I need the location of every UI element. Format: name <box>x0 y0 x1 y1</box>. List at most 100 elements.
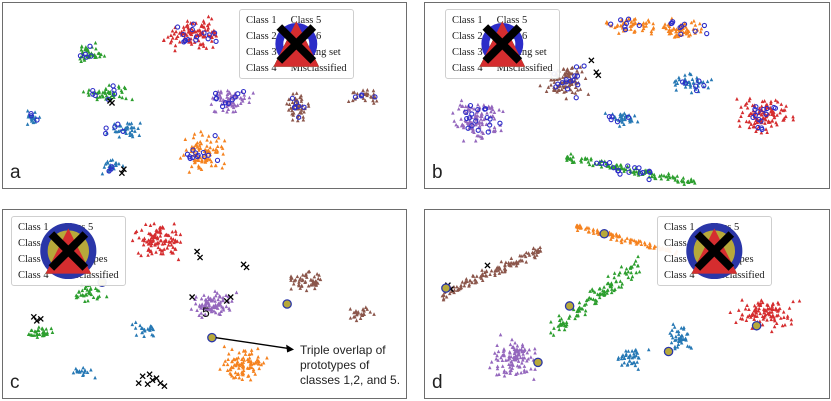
legend-label: Class 5 <box>290 14 322 26</box>
scatter-point-class-6 <box>462 283 467 288</box>
scatter-point-class-2 <box>265 355 269 360</box>
scatter-point-class-5 <box>242 96 247 101</box>
scatter-point-class-4 <box>749 315 753 319</box>
scatter-point-class-3 <box>659 173 664 177</box>
training-point <box>108 166 114 172</box>
scatter-point-class-3 <box>577 305 582 309</box>
scatter-point-class-5 <box>215 291 220 295</box>
training-point <box>212 90 219 97</box>
scatter-point-class-6 <box>365 88 370 92</box>
scatter-point-class-2 <box>225 368 230 373</box>
scatter-point-class-1 <box>617 124 622 128</box>
scatter-point-class-4 <box>174 232 178 236</box>
scatter-point-class-4 <box>766 303 770 307</box>
training-point <box>229 97 235 103</box>
scatter-point-class-6 <box>526 251 531 255</box>
scatter-point-class-2 <box>218 367 222 371</box>
scatter-point-class-1 <box>682 325 686 330</box>
scatter-point-class-5 <box>459 98 464 103</box>
scatter-point-class-6 <box>371 98 375 103</box>
scatter-point-class-1 <box>637 356 641 360</box>
scatter-point-class-3 <box>549 330 553 335</box>
scatter-point-class-5 <box>204 299 208 304</box>
scatter-point-class-6 <box>290 111 294 116</box>
scatter-point-class-4 <box>754 310 759 315</box>
scatter-point-class-6 <box>502 266 507 270</box>
scatter-point-class-3 <box>104 294 109 299</box>
scatter-point-class-2 <box>255 360 259 364</box>
scatter-point-class-5 <box>492 125 497 130</box>
scatter-point-class-3 <box>557 313 561 318</box>
scatter-point-class-1 <box>616 355 621 360</box>
scatter-point-class-5 <box>202 293 206 297</box>
panel-letter-b: b <box>432 162 443 183</box>
scatter-point-class-1 <box>130 132 134 137</box>
scatter-point-class-2 <box>634 239 638 244</box>
scatter-point-class-2 <box>197 146 201 151</box>
scatter-point-class-4 <box>211 45 215 49</box>
scatter-point-class-3 <box>586 160 591 164</box>
scatter-point-class-2 <box>688 32 693 37</box>
scatter-point-class-4 <box>214 33 219 38</box>
scatter-point-class-3 <box>50 330 55 334</box>
scatter-point-class-5 <box>479 134 483 139</box>
scatter-point-class-4 <box>210 35 214 39</box>
scatter-plot-c <box>26 221 376 390</box>
scatter-point-class-3 <box>612 275 617 280</box>
scatter-point-class-3 <box>602 293 606 297</box>
scatter-point-class-1 <box>672 79 677 84</box>
scatter-point-class-4 <box>185 22 190 27</box>
scatter-point-class-4 <box>753 314 757 318</box>
training-point <box>175 24 181 30</box>
scatter-point-class-4 <box>156 245 161 250</box>
scatter-point-class-1 <box>140 330 144 335</box>
scatter-point-class-6 <box>354 318 359 323</box>
scatter-point-class-2 <box>591 231 596 235</box>
scatter-point-class-3 <box>626 269 631 274</box>
scatter-point-class-4 <box>776 313 780 317</box>
scatter-point-class-1 <box>675 329 679 334</box>
scatter-point-class-3 <box>617 284 621 289</box>
scatter-point-class-1 <box>133 129 137 133</box>
scatter-point-class-5 <box>460 104 464 108</box>
scatter-point-class-4 <box>152 221 156 226</box>
scatter-point-class-6 <box>509 263 513 268</box>
scatter-point-class-4 <box>209 16 214 21</box>
scatter-point-class-4 <box>139 253 143 258</box>
scatter-point-class-2 <box>222 344 227 349</box>
scatter-point-class-3 <box>652 172 656 177</box>
training-point <box>184 151 191 157</box>
scatter-point-class-6 <box>368 310 373 314</box>
training-point <box>570 77 576 83</box>
scatter-point-class-2 <box>233 357 237 362</box>
scatter-point-class-3 <box>632 262 637 266</box>
annotation-arrowhead <box>286 344 295 353</box>
training-point <box>575 82 581 88</box>
scatter-point-class-3 <box>618 270 622 275</box>
scatter-point-class-5 <box>510 337 514 342</box>
scatter-point-class-2 <box>614 233 619 238</box>
legend-label: Class 1 <box>452 14 483 26</box>
scatter-point-class-1 <box>33 110 37 114</box>
scatter-point-class-1 <box>89 367 93 372</box>
scatter-point-class-3 <box>116 84 121 88</box>
scatter-point-class-6 <box>313 279 318 283</box>
scatter-point-class-4 <box>175 34 180 39</box>
scatter-point-class-6 <box>373 95 377 99</box>
misclassified-marker <box>108 99 116 106</box>
scatter-point-class-2 <box>236 355 241 360</box>
training-point <box>677 24 683 31</box>
scatter-point-class-3 <box>612 288 616 293</box>
scatter-point-class-3 <box>565 158 569 162</box>
scatter-point-class-2 <box>249 362 253 366</box>
legend-label: Class 2 <box>246 30 277 42</box>
training-point <box>637 170 644 176</box>
scatter-point-class-3 <box>35 335 40 339</box>
scatter-point-class-6 <box>514 259 519 264</box>
scatter-point-class-4 <box>151 238 155 243</box>
scatter-point-class-5 <box>217 92 222 96</box>
scatter-point-class-5 <box>476 102 480 107</box>
training-point <box>110 83 116 89</box>
